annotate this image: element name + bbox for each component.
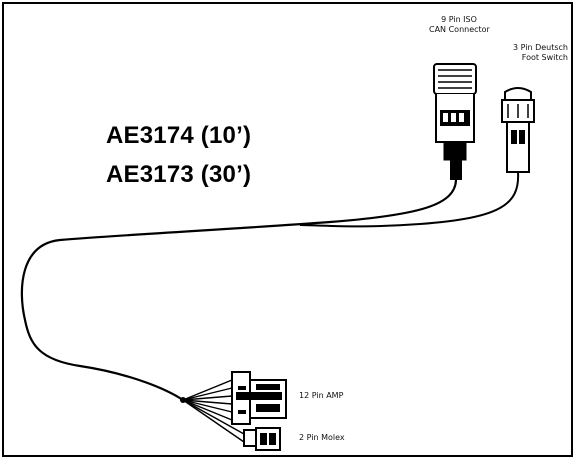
breakout-wires [182,379,245,443]
deutsch-label-line1: 3 Pin Deutsch [512,43,568,52]
amp-label: 12 Pin AMP [299,391,344,400]
deutsch-label-line2: Foot Switch [521,53,568,62]
iso-can-connector [433,63,477,180]
part-number-30ft: AE3173 (30’) [106,161,252,188]
part-number-10ft: AE3174 (10’) [106,122,252,149]
iso-can-label: 9 Pin ISO CAN Connector [429,15,490,35]
main-cable [20,179,458,401]
diagram-frame [2,2,573,457]
deutsch-foot-switch [501,87,535,173]
foot-switch-cable [299,171,520,228]
iso-can-label-line2: CAN Connector [429,25,490,34]
iso-can-label-line1: 9 Pin ISO [441,15,477,24]
deutsch-label: 3 Pin Deutsch Foot Switch [498,43,568,63]
amp-connector [231,371,287,425]
molex-connector [243,427,281,451]
molex-label: 2 Pin Molex [299,433,345,442]
